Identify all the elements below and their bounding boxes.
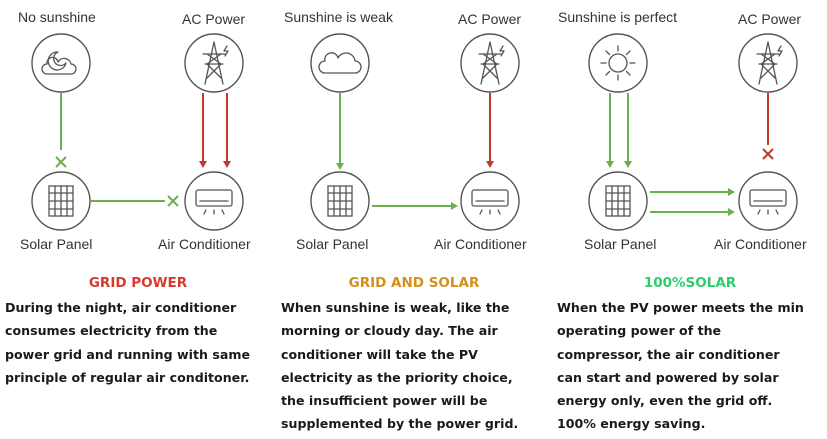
panel-grid-and-solar: Sunshine is weak AC Power xyxy=(276,0,552,439)
sun-to-panel-arrow xyxy=(336,93,344,170)
description-line: morning or cloudy day. The air xyxy=(281,323,498,339)
mode-title: GRID POWER xyxy=(88,275,188,291)
ac-power-label: AC Power xyxy=(458,11,522,27)
description-line: conditioner will take the PV xyxy=(281,346,478,362)
condition-label: Sunshine is weak xyxy=(284,9,393,25)
ac-power-label: AC Power xyxy=(182,11,246,27)
panel-to-ac-arrows xyxy=(650,188,735,216)
flow-diagram xyxy=(588,33,798,231)
description-line: principle of regular air conditoner. xyxy=(5,369,250,385)
grid-to-ac-arrow xyxy=(486,93,494,168)
mode-description: When the PV power meets the min operatin… xyxy=(557,296,825,436)
air-conditioner-icon xyxy=(460,171,520,231)
mode-title: GRID AND SOLAR xyxy=(348,275,480,291)
mode-title: 100%SOLAR xyxy=(643,275,737,291)
flow-diagram xyxy=(310,33,520,231)
condition-label: No sunshine xyxy=(18,9,96,25)
solar-to-panel-arrow xyxy=(55,93,67,168)
panel-to-ac-arrow xyxy=(91,195,179,207)
description-line: the insufficient power will be xyxy=(281,393,488,409)
solar-panel-icon xyxy=(310,171,370,231)
description-line: electricity as the priority choice, xyxy=(281,369,513,385)
description-line: consumes electricity from the xyxy=(5,323,218,339)
power-tower-icon xyxy=(738,33,798,93)
solar-panel-icon xyxy=(588,171,648,231)
description-line: energy only, even the grid off. xyxy=(557,393,773,409)
description-line: During the night, air conditioner xyxy=(5,300,237,315)
solar-panel-label: Solar Panel xyxy=(20,236,93,252)
air-conditioner-label: Air Conditioner xyxy=(434,236,527,252)
air-conditioner-label: Air Conditioner xyxy=(714,236,807,252)
description-line: When sunshine is weak, like the xyxy=(281,300,510,315)
description-line: supplemented by the power grid. xyxy=(281,416,519,432)
description-line: can start and powered by solar xyxy=(557,369,779,385)
description-line: When the PV power meets the min xyxy=(557,300,804,315)
description-line: compressor, the air conditioner xyxy=(557,346,780,362)
cloud-icon xyxy=(310,33,370,93)
mode-description: When sunshine is weak, like the morning … xyxy=(281,296,549,436)
description-line: 100% energy saving. xyxy=(557,416,706,432)
panel-full-solar: Sunshine is perfect AC Power xyxy=(552,0,827,439)
sun-icon xyxy=(588,33,648,93)
solar-panel-label: Solar Panel xyxy=(584,236,657,252)
panel-grid-power: No sunshine AC Power xyxy=(0,0,276,439)
power-tower-icon xyxy=(184,33,244,93)
moon-cloud-icon xyxy=(31,33,91,93)
air-conditioner-label: Air Conditioner xyxy=(158,236,251,252)
ac-power-label: AC Power xyxy=(738,11,802,27)
panel-to-ac-arrow xyxy=(372,202,458,210)
air-conditioner-icon xyxy=(738,171,798,231)
power-tower-icon xyxy=(460,33,520,93)
sun-to-panel-arrows xyxy=(606,93,632,168)
description-line: operating power of the xyxy=(557,323,722,339)
air-conditioner-icon xyxy=(184,171,244,231)
grid-to-ac-arrow xyxy=(762,93,774,160)
description-line: power grid and running with same xyxy=(5,346,251,362)
mode-description: During the night, air conditioner consum… xyxy=(5,296,273,389)
grid-to-ac-arrows xyxy=(199,93,231,168)
condition-label: Sunshine is perfect xyxy=(558,9,678,25)
solar-panel-label: Solar Panel xyxy=(296,236,369,252)
solar-panel-icon xyxy=(31,171,91,231)
flow-diagram xyxy=(31,33,244,231)
